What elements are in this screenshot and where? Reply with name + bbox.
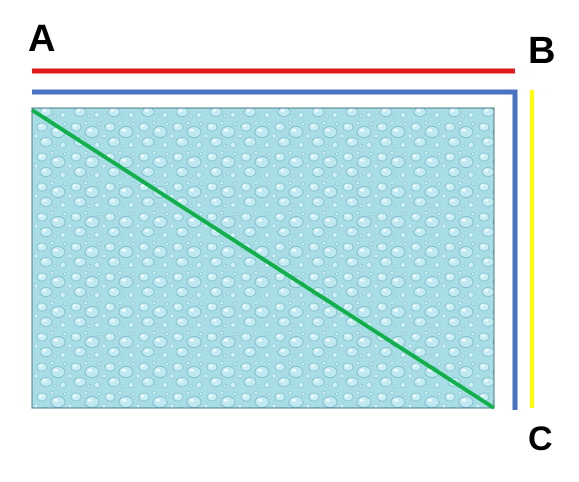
corner-label-b: B — [528, 30, 556, 72]
green-diagonal-line — [30, 108, 496, 410]
blue-frame-line — [32, 89, 518, 410]
corner-label-a: A — [28, 18, 56, 60]
corner-label-c: C — [528, 420, 553, 458]
